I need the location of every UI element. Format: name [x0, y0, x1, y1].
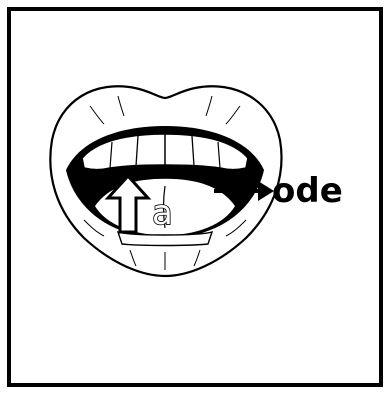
right-arrow-icon	[214, 181, 274, 201]
target-letter: a	[152, 193, 173, 233]
example-word: ode	[272, 171, 343, 211]
open-mouth-icon	[49, 85, 283, 278]
up-arrow-icon	[104, 173, 152, 234]
